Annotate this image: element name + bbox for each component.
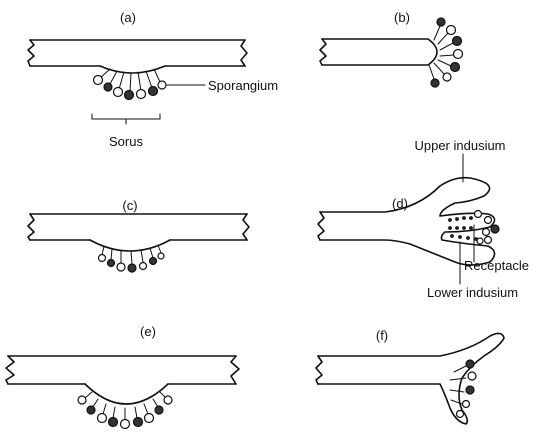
panel-e-cut-right [231, 356, 239, 384]
panel-c-cut-left [28, 214, 34, 240]
panel-e-blade [8, 356, 236, 384]
sporangium-label: Sporangium [208, 78, 278, 93]
panel-a-label: (a) [120, 10, 136, 25]
panel-c-blade [30, 214, 247, 240]
panel-e: (e) [6, 324, 239, 429]
panel-e-label: (e) [140, 324, 156, 339]
panel-a: (a) Sporangium [28, 10, 278, 149]
panel-b: (b) [320, 10, 463, 87]
panel-f-label: (f) [376, 328, 388, 343]
panel-e-receptacle [85, 384, 168, 404]
panel-a-cut-right [241, 40, 247, 66]
receptacle-label: Receptacle [464, 258, 529, 273]
panel-b-label: (b) [394, 10, 410, 25]
panel-c-cut-right [243, 214, 249, 240]
panel-d-receptacle-dots [449, 217, 478, 241]
sorus-bracket [92, 114, 160, 124]
panel-f-blade [318, 333, 504, 424]
panel-c: (c) [28, 198, 249, 272]
panel-e-stalks [85, 392, 166, 420]
panel-a-blade [30, 40, 245, 66]
panel-d-cut-left [318, 212, 324, 240]
panel-f-stalks [450, 366, 466, 404]
panel-f-cut-left [316, 356, 322, 384]
upper-indusium-label: Upper indusium [414, 138, 505, 153]
panel-d-blade [320, 178, 495, 265]
panel-d: (d) Upper indusium Receptacle Lower ind [318, 138, 529, 300]
panel-a-cut-left [28, 40, 34, 66]
panel-f: (f) [316, 328, 504, 424]
panel-e-cut-left [6, 356, 14, 384]
lower-indusium-label: Lower indusium [427, 285, 518, 300]
panel-b-cut-left [320, 39, 326, 65]
sorus-label: Sorus [109, 134, 143, 149]
panel-c-label: (c) [122, 198, 137, 213]
panel-b-blade [322, 39, 437, 65]
panel-b-sporangia [431, 18, 463, 87]
